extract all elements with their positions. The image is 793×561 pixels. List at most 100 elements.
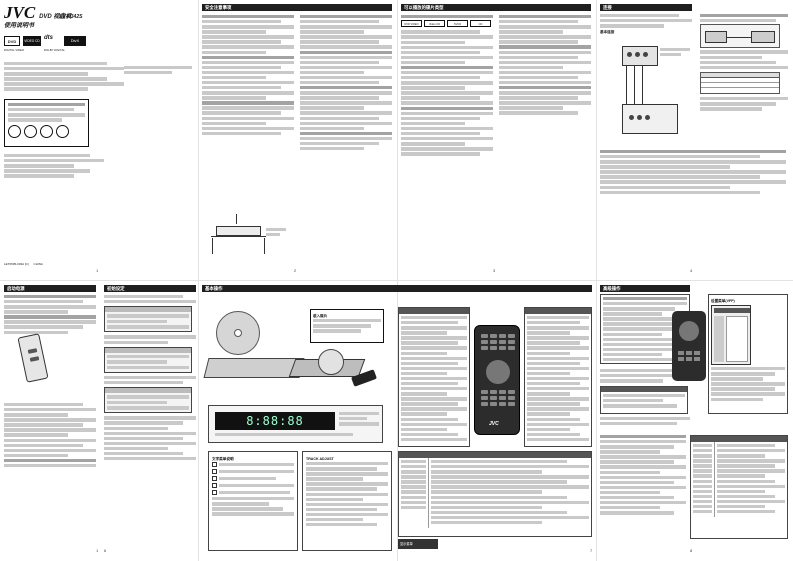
page-number: 7 (590, 548, 593, 553)
dvd-video-logo: DVD VIDEO (401, 20, 422, 28)
cd-logo: CD (470, 20, 491, 28)
page-number: 1 (96, 548, 99, 553)
panel-header: 高级操作 (600, 285, 690, 292)
text-menu-box: 文字菜单说明 (208, 451, 298, 551)
shelf-line (211, 236, 266, 237)
settings-steps (104, 295, 196, 462)
vfp-parameter-table (690, 435, 788, 539)
setup-menu-screen (104, 346, 192, 373)
advanced-operation-panel: 高级操作 设置菜单(VFP) (600, 285, 790, 557)
disc-icon (318, 349, 344, 375)
sub-heading: TRACK ADJUST (306, 457, 334, 461)
remote-control: JVC (474, 325, 520, 435)
power-notes (4, 403, 96, 469)
panel-header: 初始设定 (104, 285, 196, 292)
remote-control (672, 311, 706, 381)
player-rear-panel (622, 46, 658, 66)
connection-right (700, 14, 788, 112)
region-all-icon (8, 124, 21, 138)
power-panel: 启动电源 1 (4, 285, 194, 557)
warning-box (4, 99, 89, 147)
load-disc-title: 装入碟片 (313, 314, 328, 318)
player-outline (216, 226, 261, 236)
display-readout: 8:88:88 (215, 412, 335, 430)
disc-logo-row: DVD VIDEO Video CD SVCD CD (401, 20, 493, 28)
track-adjust-box: TRACK ADJUST (302, 451, 392, 551)
airflow-arrow (236, 214, 237, 224)
remote-dpad (679, 321, 699, 341)
dvd-logo: DVD (4, 36, 20, 46)
diagram-label (266, 228, 286, 238)
cover-footer: LET0505-003A [C] CHINA (4, 262, 94, 266)
sub-heading: 设置菜单(VFP) (711, 299, 735, 303)
doc-code: LET0505-003A [C] (4, 262, 29, 266)
av-connection-diagram (700, 24, 780, 49)
diagram-labels (660, 48, 690, 58)
settings-table (700, 72, 780, 95)
model-number: XV-N342S (59, 14, 83, 20)
vfp-settings-box: 设置菜单(VFP) (708, 294, 788, 414)
divx-logo: DivX (64, 36, 86, 46)
page-number: 1 (96, 268, 99, 273)
digital-video-text: DIGITAL VIDEO (4, 48, 25, 52)
vfp-menu-screen (711, 305, 751, 366)
disc-column-left: DVD VIDEO Video CD SVCD CD (401, 15, 493, 157)
battery-illustration (16, 333, 56, 395)
display-menu-table (398, 451, 592, 537)
remote-dpad (486, 360, 510, 384)
connection-panel: 连接 基本连接 (600, 4, 790, 276)
panel-header: 安全注意事项 (202, 4, 392, 11)
tv-rear-panel (622, 104, 678, 134)
basic-connection-diagram (604, 44, 694, 144)
power-text (4, 295, 96, 336)
cover-panel: JVC DVD 视盘机 XV-N342S 使用说明书 DVD VIDEO CD … (4, 4, 192, 276)
page-number: 2 (294, 268, 297, 273)
page-number: 4 (690, 268, 693, 273)
page-number: 8 (690, 548, 693, 553)
button-function-table (398, 307, 470, 447)
dts-logo: dts (44, 35, 53, 41)
fold-line (0, 280, 793, 281)
region-icon (40, 124, 53, 138)
panel-header: 连接 (600, 4, 692, 11)
setup-menu-screen (104, 387, 192, 414)
advanced-text (600, 435, 686, 516)
logo-row: DVD VIDEO CD dts DivX DIGITAL VIDEO DOLB… (4, 35, 92, 56)
basic-operation-panel: 基本操作 装入碟片 8:88:88 文字菜单说明 (202, 285, 594, 557)
sub-heading: 显示菜单 (398, 539, 438, 549)
front-display-box: 8:88:88 (208, 405, 383, 443)
sub-heading: 基本连接 (600, 29, 615, 34)
cable-line (642, 66, 643, 118)
dolby-text: DOLBY DIGITAL (44, 48, 65, 52)
player-illustration (203, 303, 306, 388)
safety-column-right (300, 15, 392, 152)
ventilation-diagram (206, 204, 286, 256)
tray-illustration (288, 349, 382, 395)
region-text: CHINA (33, 262, 43, 266)
region-icon (56, 124, 69, 138)
safety-panel: 安全注意事项 2 (202, 4, 394, 276)
brand-logo: JVC (4, 4, 36, 22)
cover-text-block (4, 62, 124, 92)
cable-line (634, 66, 635, 112)
initial-settings-panel: 初始设定 6 (104, 285, 200, 557)
panel-header: 可以播放的碟片类型 (401, 4, 591, 11)
region-6-icon (24, 124, 37, 138)
panel-header: 基本操作 (202, 285, 592, 292)
sub-heading: 文字菜单说明 (212, 457, 234, 461)
cover-notes (4, 154, 104, 179)
disc-types-panel: 可以播放的碟片类型 DVD VIDEO Video CD SVCD CD 3 (401, 4, 593, 276)
cover-side-note (124, 66, 192, 82)
remote-logo: JVC (489, 421, 499, 427)
load-disc-box: 装入碟片 (310, 309, 384, 343)
page-number: 3 (493, 268, 496, 273)
cable-line (626, 66, 627, 106)
product-name: DVD 视盘机 (39, 14, 72, 20)
panel-header: 启动电源 (4, 285, 96, 292)
button-function-table (524, 307, 592, 447)
remote-buttons (481, 334, 515, 350)
video-cd-logo: VIDEO CD (23, 36, 41, 46)
setup-menu-screen (104, 306, 192, 333)
page-number: 6 (104, 548, 107, 553)
